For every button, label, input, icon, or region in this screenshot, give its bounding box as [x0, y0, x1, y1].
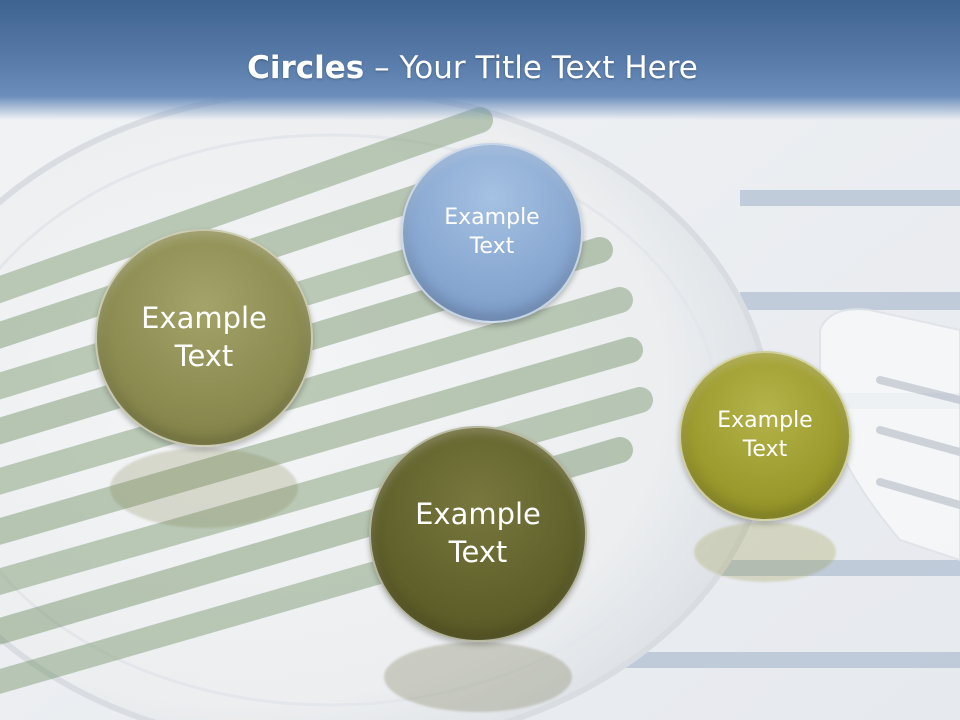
circle-top: Example Text: [401, 143, 583, 323]
page-title-bold: Circles: [247, 50, 365, 86]
circle-text-line2: Text: [742, 437, 788, 462]
circle-reflection: [384, 642, 572, 712]
page-title: Circles – Your Title Text Here: [0, 50, 945, 86]
circle-text-line2: Text: [448, 535, 508, 569]
page-title-rest: – Your Title Text Here: [364, 50, 698, 86]
circle-text-line1: Example: [415, 497, 541, 532]
circle-text-line1: Example: [141, 301, 267, 336]
circle-left: Example Text: [95, 229, 313, 447]
circle-text-line2: Text: [174, 339, 234, 373]
circle-text-line2: Text: [469, 234, 515, 259]
circle-reflection: [694, 522, 836, 582]
circle-text-line1: Example: [717, 408, 813, 434]
circle-text-line1: Example: [444, 205, 540, 231]
circle-right: Example Text: [679, 351, 851, 521]
circle-bottom: Example Text: [369, 426, 587, 642]
circle-reflection: [110, 448, 298, 528]
title-band: [0, 0, 960, 120]
